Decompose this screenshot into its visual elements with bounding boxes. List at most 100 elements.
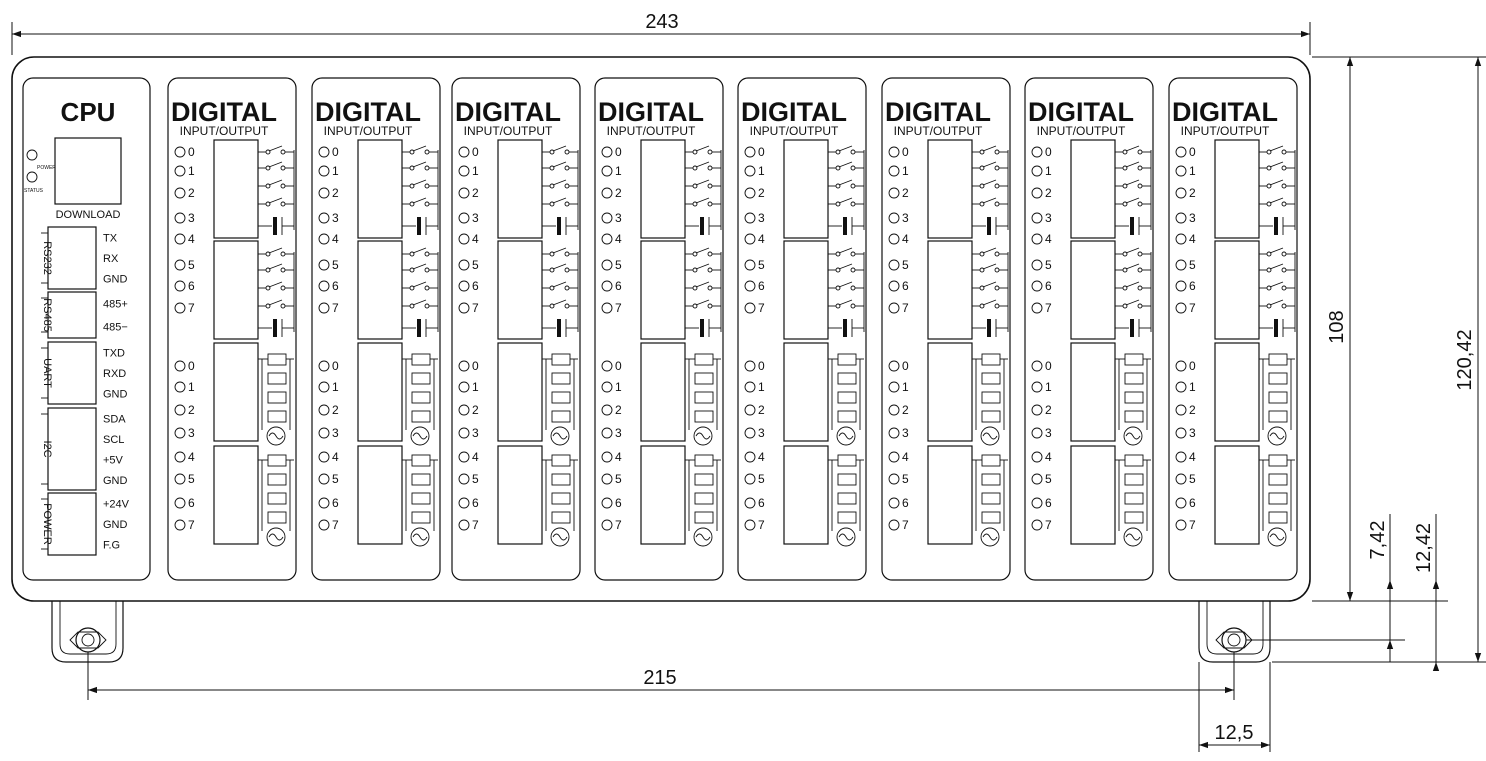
channel-label: 3 <box>1045 211 1052 225</box>
port-pin-label: GND <box>103 389 128 401</box>
resistor <box>837 372 857 385</box>
channel-label: 6 <box>188 279 195 293</box>
resistor <box>694 410 714 423</box>
port-block <box>47 341 97 405</box>
channel-led <box>601 519 613 531</box>
relay-contact <box>979 285 985 291</box>
relay-switch <box>695 145 710 152</box>
relay-contact <box>835 303 841 309</box>
channel-label: 6 <box>1045 279 1052 293</box>
module-title: DIGITAL <box>315 97 421 127</box>
relay-switch <box>695 161 710 168</box>
channel-led <box>318 519 330 531</box>
relay-switch <box>412 281 427 288</box>
channel-label: 1 <box>758 164 765 178</box>
relay-contact <box>280 149 286 155</box>
relay-switch <box>1269 161 1284 168</box>
relay-contact <box>1266 183 1272 189</box>
relay-contact <box>1122 201 1128 207</box>
cap-plate <box>700 319 704 337</box>
resistor <box>694 372 714 385</box>
module-title: DIGITAL <box>741 97 847 127</box>
channel-led <box>744 212 756 224</box>
resistor <box>411 353 431 366</box>
channel-label: 7 <box>758 518 765 532</box>
relay-switch <box>412 145 427 152</box>
port-pin-label: TX <box>103 232 118 244</box>
relay-switch <box>1269 145 1284 152</box>
relay-contact <box>549 183 555 189</box>
relay-switch <box>1269 299 1284 306</box>
channel-label: 2 <box>1045 403 1052 417</box>
channel-led <box>1031 233 1043 245</box>
relay-contact <box>409 165 415 171</box>
relay-contact <box>424 149 430 155</box>
channel-label: 7 <box>1045 518 1052 532</box>
relay-contact <box>424 165 430 171</box>
port-pin-label: +24V <box>103 498 130 510</box>
relay-contact <box>409 201 415 207</box>
resistor <box>837 473 857 486</box>
channel-led <box>888 302 900 314</box>
relay-switch <box>838 247 853 254</box>
relay-switch <box>838 263 853 270</box>
channel-led <box>174 233 186 245</box>
resistor <box>837 492 857 505</box>
channel-label: 5 <box>1189 258 1196 272</box>
channel-label: 3 <box>1189 426 1196 440</box>
relay-contact <box>1137 183 1143 189</box>
relay-contact <box>424 303 430 309</box>
cap-plate <box>700 217 704 235</box>
module-outline <box>881 77 1011 581</box>
relay-switch <box>552 281 567 288</box>
channel-label: 1 <box>472 164 479 178</box>
relay-contact <box>1266 267 1272 273</box>
relay-contact <box>1137 267 1143 273</box>
ac-wave <box>552 533 568 541</box>
channel-led <box>458 360 470 372</box>
resistor <box>1124 391 1144 404</box>
channel-label: 5 <box>188 472 195 486</box>
relay-contact <box>994 267 1000 273</box>
channel-label: 7 <box>615 301 622 315</box>
channel-label: 4 <box>472 450 479 464</box>
relay-contact <box>692 251 698 257</box>
relay-contact <box>564 149 570 155</box>
module-subtitle: INPUT/OUTPUT <box>1181 124 1270 138</box>
relay-switch <box>982 247 997 254</box>
port-name-label: I2C <box>41 440 53 457</box>
resistor <box>694 391 714 404</box>
channel-label: 2 <box>1045 186 1052 200</box>
relay-contact <box>1281 303 1287 309</box>
channel-label: 7 <box>188 301 195 315</box>
channel-led <box>888 519 900 531</box>
channel-label: 2 <box>902 186 909 200</box>
relay-switch <box>268 263 283 270</box>
relay-contact <box>1122 285 1128 291</box>
channel-led <box>458 146 470 158</box>
module-subtitle: INPUT/OUTPUT <box>894 124 983 138</box>
channel-label: 6 <box>472 496 479 510</box>
ac-wave <box>695 432 711 440</box>
relay-switch <box>982 197 997 204</box>
resistor <box>551 410 571 423</box>
channel-label: 5 <box>758 258 765 272</box>
channel-led <box>458 497 470 509</box>
terminal-block <box>1070 342 1116 442</box>
terminal-block <box>1214 240 1260 340</box>
terminal-block <box>213 139 259 239</box>
channel-led <box>744 427 756 439</box>
module-outline <box>311 77 441 581</box>
channel-led <box>318 404 330 416</box>
relay-contact <box>1122 149 1128 155</box>
channel-label: 4 <box>1189 232 1196 246</box>
channel-label: 6 <box>615 496 622 510</box>
ac-source <box>266 527 286 547</box>
channel-led <box>458 451 470 463</box>
relay-switch <box>838 197 853 204</box>
channel-label: 1 <box>1045 164 1052 178</box>
channel-led <box>601 427 613 439</box>
channel-label: 4 <box>188 232 195 246</box>
resistor <box>694 353 714 366</box>
